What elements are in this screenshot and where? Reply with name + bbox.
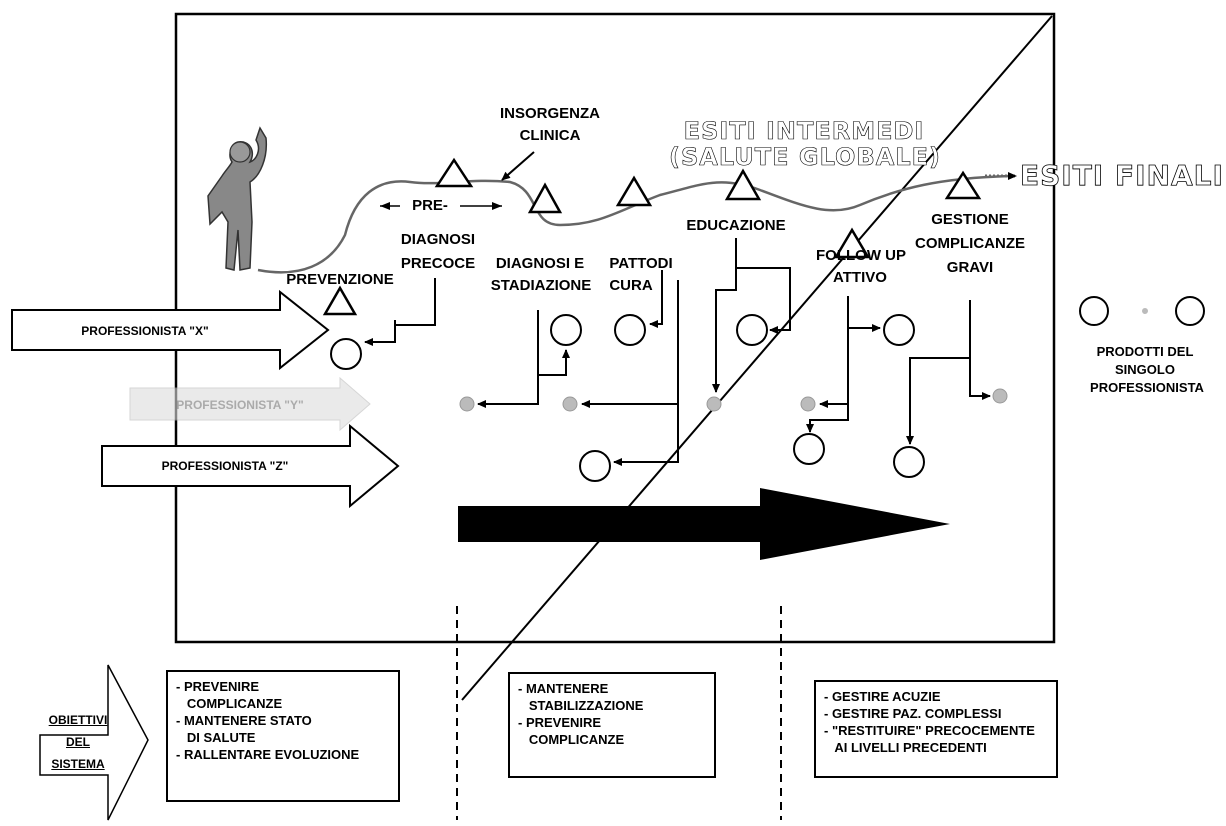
connector-arrow bbox=[649, 270, 663, 328]
objective-item: - GESTIRE ACUZIE bbox=[824, 689, 941, 704]
objectives-box-1: - PREVENIRE COMPLICANZE - MANTENERE STAT… bbox=[166, 670, 400, 802]
step-label-precoce: PRECOCE bbox=[400, 255, 476, 272]
timeline-big-arrow bbox=[458, 488, 950, 560]
objectives-label-line1: OBIETTIVI bbox=[48, 713, 108, 727]
objectives-label-line3: SISTEMA bbox=[51, 757, 105, 771]
onset-label-line2: CLINICA bbox=[519, 127, 581, 144]
step-label-diagnosi-e: DIAGNOSI E bbox=[495, 255, 585, 272]
product-circle bbox=[883, 314, 915, 346]
person-figure-icon bbox=[207, 126, 268, 271]
step-triangle-prediagnosi bbox=[434, 157, 474, 188]
objective-item: COMPLICANZE bbox=[518, 732, 625, 747]
legend-label-line2: SINGOLO bbox=[1115, 362, 1175, 377]
legend-circle-icon bbox=[1079, 296, 1109, 326]
objective-item: - "RESTITUIRE" PRECOCEMENTE bbox=[824, 723, 1035, 738]
objective-item: COMPLICANZE bbox=[176, 696, 283, 711]
product-circle bbox=[330, 338, 362, 370]
objective-item: DI SALUTE bbox=[176, 730, 256, 745]
step-label-attivo: ATTIVO bbox=[833, 269, 887, 286]
intermediate-outcomes-subtitle: (SALUTE GLOBALE) bbox=[669, 143, 941, 171]
step-triangle-followup bbox=[833, 227, 871, 259]
step-label-prevenzione: PREVENZIONE bbox=[286, 271, 394, 288]
connector-arrow bbox=[736, 267, 791, 334]
objective-item: - MANTENERE bbox=[518, 681, 609, 696]
product-circle bbox=[793, 433, 825, 465]
step-label-cura: CURA bbox=[609, 277, 653, 294]
connector-arrow bbox=[613, 404, 679, 466]
step-label-followup: FOLLOW UP bbox=[816, 247, 906, 264]
objective-item: - GESTIRE PAZ. COMPLESSI bbox=[824, 706, 1002, 721]
step-label-patto: PATTODI bbox=[609, 255, 673, 272]
product-circle bbox=[550, 314, 582, 346]
connector-arrow bbox=[364, 325, 396, 346]
objectives-box-2: - MANTENERE STABILIZZAZIONE - PREVENIRE … bbox=[508, 672, 716, 778]
product-circle bbox=[736, 314, 768, 346]
connector-arrow bbox=[477, 375, 539, 408]
objective-item: - PREVENIRE bbox=[518, 715, 602, 730]
professional-x-arrow bbox=[11, 289, 330, 371]
connector-arrow bbox=[969, 358, 991, 400]
faded-products-y bbox=[459, 388, 1008, 412]
objective-item: - PREVENIRE bbox=[176, 679, 260, 694]
pathway-curve bbox=[257, 174, 1011, 274]
step-label-gestione: GESTIONE bbox=[931, 211, 1009, 228]
objective-item: - MANTENERE STATO bbox=[176, 713, 312, 728]
professional-z-arrow bbox=[101, 423, 400, 509]
product-circle bbox=[579, 450, 611, 482]
product-circle bbox=[614, 314, 646, 346]
objectives-box-3: - GESTIRE ACUZIE - GESTIRE PAZ. COMPLESS… bbox=[814, 680, 1058, 778]
connector-arrow bbox=[712, 238, 737, 393]
product-circle bbox=[893, 446, 925, 478]
intermediate-outcomes-title: ESITI INTERMEDI bbox=[683, 117, 925, 145]
step-triangle-gestione bbox=[944, 170, 982, 200]
professional-y-arrow bbox=[129, 376, 371, 432]
connector-arrow bbox=[806, 404, 849, 433]
step-triangle-patto bbox=[615, 175, 653, 207]
onset-arrow bbox=[501, 151, 535, 181]
diagonal-separator bbox=[461, 15, 1053, 701]
legend-label-line3: PROFESSIONISTA bbox=[1090, 380, 1204, 395]
objective-item: STABILIZZAZIONE bbox=[518, 698, 644, 713]
connector-arrow bbox=[537, 310, 570, 376]
connector-arrow bbox=[394, 278, 436, 326]
step-label-pre: PRE- bbox=[400, 196, 460, 216]
objective-item: AI LIVELLI PRECEDENTI bbox=[824, 740, 987, 755]
step-triangle-educazione bbox=[724, 168, 762, 201]
legend-label-line1: PRODOTTI DEL bbox=[1096, 344, 1194, 359]
connector-arrow bbox=[847, 296, 881, 332]
connector-arrow bbox=[819, 328, 849, 408]
step-triangle-prevenzione bbox=[322, 285, 358, 316]
step-label-gravi: GRAVI bbox=[946, 259, 994, 276]
legend-circle-icon bbox=[1175, 296, 1205, 326]
objectives-label-line2: DEL bbox=[66, 735, 90, 749]
onset-label-line1: INSORGENZA bbox=[499, 105, 600, 122]
step-label-diagnosi: DIAGNOSI bbox=[400, 231, 476, 248]
step-triangle-diagnosi bbox=[527, 182, 563, 214]
step-label-educazione: EDUCAZIONE bbox=[686, 217, 786, 234]
step-label-stadiazione: STADIAZIONE bbox=[490, 277, 592, 294]
step-label-complicanze: COMPLICANZE bbox=[915, 235, 1025, 252]
objective-item: - RALLENTARE EVOLUZIONE bbox=[176, 747, 360, 762]
final-outcomes-title: ESITI FINALI bbox=[1020, 159, 1224, 192]
professional-y-label: PROFESSIONISTA "Y" bbox=[176, 398, 304, 412]
professional-z-label: PROFESSIONISTA "Z" bbox=[161, 459, 289, 473]
legend-dot-icon bbox=[1142, 308, 1148, 314]
objectives-arrow bbox=[39, 664, 149, 821]
connector-arrow bbox=[906, 300, 971, 445]
professional-x-label: PROFESSIONISTA "X" bbox=[81, 324, 209, 338]
